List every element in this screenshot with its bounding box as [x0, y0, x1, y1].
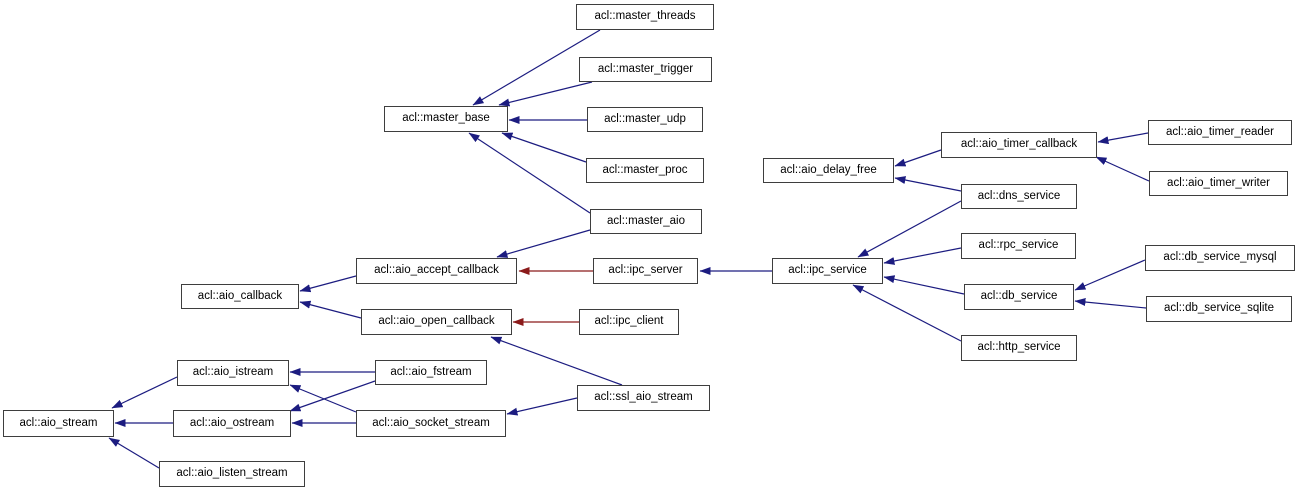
node-label: acl::db_service	[980, 290, 1058, 303]
edge-rpc_service-to-ipc_service	[883, 247, 962, 265]
node-label: acl::master_aio	[607, 214, 685, 227]
node-master_base[interactable]: acl::master_base	[384, 106, 508, 132]
edge-http_service-to-ipc_service	[852, 284, 962, 342]
node-aio_socket_stream[interactable]: acl::aio_socket_stream	[356, 410, 506, 437]
node-label: acl::aio_ostream	[189, 416, 275, 429]
edge-db_service_sqlite-to-db_service	[1074, 298, 1147, 309]
edge-ssl_aio_stream-to-aio_socket_stream	[506, 397, 578, 416]
node-label: acl::ipc_service	[788, 264, 867, 277]
node-aio_callback[interactable]: acl::aio_callback	[181, 284, 299, 309]
node-aio_timer_reader[interactable]: acl::aio_timer_reader	[1148, 120, 1292, 145]
node-label: acl::aio_timer_reader	[1165, 125, 1275, 138]
edge-ssl_aio_stream-to-aio_open_callback	[490, 336, 623, 386]
node-ssl_aio_stream[interactable]: acl::ssl_aio_stream	[577, 385, 710, 411]
edge-db_service_mysql-to-db_service	[1074, 259, 1146, 291]
node-master_udp[interactable]: acl::master_udp	[587, 107, 703, 132]
node-aio_ostream[interactable]: acl::aio_ostream	[173, 410, 291, 437]
node-ipc_service[interactable]: acl::ipc_service	[772, 258, 883, 284]
node-label: acl::master_proc	[602, 163, 688, 176]
node-ipc_server[interactable]: acl::ipc_server	[593, 258, 698, 284]
node-label: acl::aio_socket_stream	[372, 416, 490, 429]
node-label: acl::aio_istream	[192, 366, 274, 379]
node-db_service[interactable]: acl::db_service	[964, 284, 1074, 310]
node-label: acl::rpc_service	[978, 239, 1059, 252]
node-label: acl::aio_stream	[19, 416, 98, 429]
edge-aio_timer_callback-to-aio_delay_free	[894, 149, 942, 167]
node-label: acl::http_service	[977, 341, 1061, 354]
node-label: acl::aio_timer_writer	[1167, 176, 1270, 189]
node-aio_timer_callback[interactable]: acl::aio_timer_callback	[941, 132, 1097, 158]
node-label: acl::ipc_client	[594, 315, 664, 328]
node-master_trigger[interactable]: acl::master_trigger	[579, 57, 712, 82]
node-db_service_mysql[interactable]: acl::db_service_mysql	[1145, 245, 1295, 271]
edge-aio_fstream-to-aio_ostream	[289, 380, 376, 412]
node-aio_fstream[interactable]: acl::aio_fstream	[375, 360, 487, 385]
node-label: acl::aio_accept_callback	[374, 264, 499, 277]
node-label: acl::aio_open_callback	[378, 315, 495, 328]
node-label: acl::db_service_mysql	[1163, 251, 1277, 264]
node-label: acl::aio_delay_free	[780, 163, 877, 176]
node-label: acl::aio_timer_callback	[960, 138, 1078, 151]
node-aio_timer_writer[interactable]: acl::aio_timer_writer	[1149, 171, 1288, 196]
node-master_threads[interactable]: acl::master_threads	[576, 4, 714, 30]
edge-aio_open_callback-to-aio_callback	[299, 300, 362, 319]
node-label: acl::aio_callback	[197, 289, 283, 302]
node-aio_stream[interactable]: acl::aio_stream	[3, 410, 114, 437]
node-http_service[interactable]: acl::http_service	[961, 335, 1077, 361]
edge-dns_service-to-ipc_service	[857, 200, 962, 258]
edge-aio_accept_callback-to-aio_callback	[299, 275, 357, 293]
edge-master_aio-to-aio_accept_callback	[496, 229, 591, 258]
node-rpc_service[interactable]: acl::rpc_service	[961, 233, 1076, 259]
edge-aio_timer_writer-to-aio_timer_callback	[1095, 156, 1150, 182]
node-aio_open_callback[interactable]: acl::aio_open_callback	[361, 309, 512, 335]
node-label: acl::aio_listen_stream	[176, 467, 288, 480]
node-dns_service[interactable]: acl::dns_service	[961, 184, 1077, 209]
node-label: acl::dns_service	[977, 189, 1061, 202]
edge-aio_listen_stream-to-aio_stream	[108, 437, 160, 469]
edge-master_aio-to-master_base	[468, 132, 591, 214]
node-db_service_sqlite[interactable]: acl::db_service_sqlite	[1146, 296, 1292, 322]
edge-master_proc-to-master_base	[501, 132, 587, 163]
node-ipc_client[interactable]: acl::ipc_client	[579, 309, 679, 335]
edge-master_trigger-to-master_base	[498, 81, 593, 107]
edge-aio_istream-to-aio_stream	[111, 376, 178, 409]
node-master_aio[interactable]: acl::master_aio	[590, 209, 702, 234]
node-label: acl::aio_fstream	[390, 365, 472, 378]
edge-aio_timer_reader-to-aio_timer_callback	[1097, 132, 1149, 145]
edge-db_service-to-ipc_service	[883, 275, 965, 295]
node-label: acl::master_threads	[594, 10, 696, 23]
node-label: acl::ipc_server	[608, 264, 683, 277]
node-master_proc[interactable]: acl::master_proc	[586, 158, 704, 183]
node-aio_accept_callback[interactable]: acl::aio_accept_callback	[356, 258, 517, 284]
node-label: acl::master_trigger	[597, 62, 694, 75]
node-aio_istream[interactable]: acl::aio_istream	[177, 360, 289, 386]
node-label: acl::master_base	[402, 112, 490, 125]
node-aio_listen_stream[interactable]: acl::aio_listen_stream	[159, 461, 305, 487]
node-label: acl::master_udp	[604, 112, 686, 125]
node-label: acl::ssl_aio_stream	[594, 391, 693, 404]
edge-dns_service-to-aio_delay_free	[894, 176, 962, 192]
edge-aio_socket_stream-to-aio_istream	[289, 384, 357, 413]
node-label: acl::db_service_sqlite	[1164, 302, 1274, 315]
node-aio_delay_free[interactable]: acl::aio_delay_free	[763, 158, 894, 183]
edge-master_threads-to-master_base	[472, 29, 601, 106]
